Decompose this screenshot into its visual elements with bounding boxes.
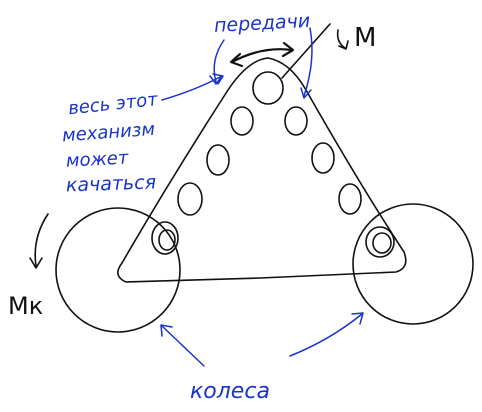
gear-left-4	[151, 221, 179, 255]
triangle-frame	[117, 57, 407, 283]
gear-left-4-inner	[158, 229, 176, 251]
note-line-4: качаться	[66, 171, 157, 196]
gear-right-4	[365, 226, 395, 258]
note-pointer-head	[212, 73, 224, 85]
moment-shaft-line	[281, 23, 331, 79]
gear-right-2	[311, 142, 335, 174]
rocking-arrowhead-left	[229, 52, 244, 68]
gear-left-1	[230, 106, 254, 136]
gear-right-1	[284, 106, 308, 136]
wheels-pointer-left-head	[160, 324, 173, 337]
label-wheels: колеса	[190, 379, 270, 404]
moment-arrowhead	[338, 40, 349, 50]
transmissions-pointer-right	[303, 27, 313, 97]
gear-left-2	[206, 144, 230, 176]
gear-right-4-inner	[372, 232, 392, 254]
note-line-1: весь этот	[67, 89, 159, 119]
right-wheel	[352, 203, 474, 325]
label-moment: M	[354, 23, 376, 53]
rocking-arrowhead-right	[281, 41, 295, 58]
transmissions-pointer-left	[213, 39, 225, 83]
label-moment-k: Mк	[8, 292, 43, 320]
gear-left-3	[177, 182, 203, 216]
transmissions-pointer-left-head	[209, 75, 223, 85]
moment-k-arrow	[34, 213, 49, 267]
note-line-2: механизм	[61, 119, 155, 146]
gear-right-3	[338, 183, 362, 215]
wheels-pointer-right	[289, 313, 363, 357]
transmissions-pointer-right-head	[300, 87, 312, 99]
note-line-3: может	[65, 148, 129, 172]
rocking-double-arrow	[230, 48, 294, 64]
note-pointer	[161, 75, 223, 101]
wheels-pointer-left	[161, 325, 205, 367]
moment-k-arrowhead	[29, 257, 43, 269]
gear-top	[252, 71, 284, 105]
moment-arrow	[336, 29, 346, 49]
label-transmissions: передачи	[213, 10, 310, 37]
left-wheel	[55, 207, 181, 333]
wheels-pointer-right-head	[351, 312, 364, 325]
